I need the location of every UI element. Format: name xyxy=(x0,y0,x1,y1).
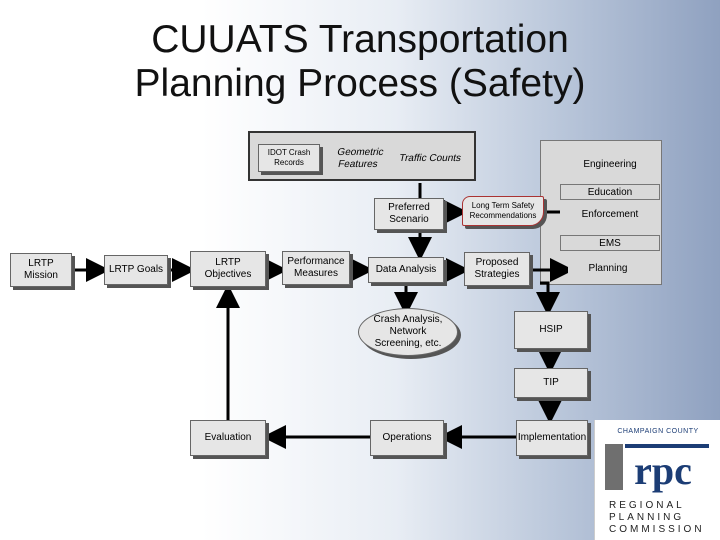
education-strip: Education xyxy=(560,184,660,200)
node-engineering: Engineering xyxy=(562,156,658,174)
node-operations: Operations xyxy=(370,420,444,456)
logo-word-1: REGIONAL xyxy=(609,500,685,511)
node-crash-analysis: Crash Analysis, Network Screening, etc. xyxy=(358,308,458,356)
logo-word-2: PLANNING xyxy=(609,512,685,523)
node-preferred-scenario: Preferred Scenario xyxy=(374,198,444,230)
node-proposed-strategies: Proposed Strategies xyxy=(464,252,530,286)
node-hsip: HSIP xyxy=(514,311,588,349)
logo-words: REGIONAL PLANNING COMMISSION xyxy=(603,500,713,536)
node-data-analysis: Data Analysis xyxy=(368,257,444,283)
node-lrtp-objectives: LRTP Objectives xyxy=(190,251,266,287)
node-lrtp-mission: LRTP Mission xyxy=(10,253,72,287)
node-idot-crash-records: IDOT Crash Records xyxy=(258,144,320,172)
node-tip: TIP xyxy=(514,368,588,398)
node-lrtp-goals: LRTP Goals xyxy=(104,255,168,285)
logo-county-text: CHAMPAIGN COUNTY xyxy=(617,428,699,435)
page-title: CUUATS Transportation Planning Process (… xyxy=(60,18,660,106)
title-line-1: CUUATS Transportation xyxy=(151,18,569,61)
node-enforcement: Enforcement xyxy=(562,206,658,224)
node-implementation: Implementation xyxy=(516,420,588,456)
rpc-mark-icon: rpc xyxy=(605,444,709,493)
logo-mark-text: rpc xyxy=(634,448,692,493)
node-planning: Planning xyxy=(568,260,648,278)
node-traffic-counts: Traffic Counts xyxy=(394,144,466,174)
line-strategies-hsip xyxy=(536,281,560,316)
node-long-term-safety: Long Term Safety Recommendations xyxy=(462,196,544,226)
rpc-logo: CHAMPAIGN COUNTY rpc REGIONAL PLANNING C… xyxy=(594,420,720,540)
node-performance-measures: Performance Measures xyxy=(282,251,350,285)
ems-strip: EMS xyxy=(560,235,660,251)
title-line-2: Planning Process (Safety) xyxy=(134,62,586,105)
node-geometric-features: Geometric Features xyxy=(323,144,395,174)
logo-word-3: COMMISSION xyxy=(609,524,705,535)
node-evaluation: Evaluation xyxy=(190,420,266,456)
